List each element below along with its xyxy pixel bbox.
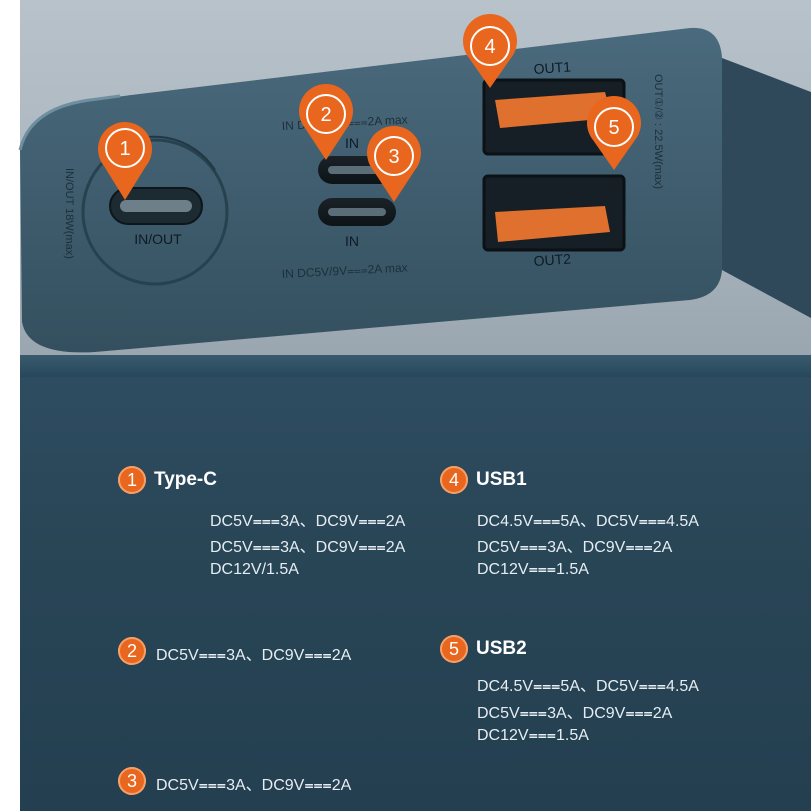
spec-usb2-number: 5 <box>440 635 468 663</box>
spec-typec-line: DC5V⩶3A、DC9V⩶2A <box>210 539 406 556</box>
spec-in2-number: 2 <box>118 637 146 665</box>
in-bottom-label: IN <box>345 233 359 249</box>
spec-usb1-line: DC5V⩶3A、DC9V⩶2A <box>477 539 673 556</box>
spec-usb2-line: DC12V⩶1.5A <box>477 727 589 744</box>
marker-2-text: 2 <box>320 104 331 126</box>
in-bottom-spec-text: IN DC5V/9V⩶2A max <box>281 260 407 281</box>
spec-usb1-number: 4 <box>440 466 468 494</box>
spec-usb1-title: USB1 <box>476 469 527 490</box>
side-right-label: OUT①/② : 22.5W(max) <box>652 74 664 189</box>
marker-3-text: 3 <box>388 146 399 168</box>
spec-typec-line: DC5V⩶3A、DC9V⩶2A <box>210 513 406 530</box>
spec-in3-number: 3 <box>118 767 146 795</box>
side-left-label: IN/OUT 18W(max) <box>63 168 75 259</box>
spec-usb1-line: DC4.5V⩶5A、DC5V⩶4.5A <box>477 513 699 530</box>
spec-typec-line: DC12V/1.5A <box>210 561 299 578</box>
usb-ports: OUT1 OUT2 <box>482 58 626 269</box>
marker-2-pin: 2 <box>299 84 353 160</box>
marker-1-text: 1 <box>119 138 130 160</box>
spec-typec-number: 1 <box>118 466 146 494</box>
spec-usb2-line: DC4.5V⩶5A、DC5V⩶4.5A <box>477 678 699 695</box>
spec-typec-title: Type-C <box>154 469 217 490</box>
marker-5-text: 5 <box>608 117 619 139</box>
marker-3-pin: 3 <box>366 126 421 202</box>
out2-label: OUT2 <box>533 250 572 269</box>
in-top-label: IN <box>345 135 359 151</box>
marker-4-text: 4 <box>484 36 495 58</box>
marker-5-pin: 5 <box>587 96 642 170</box>
marker-1-pin: 1 <box>97 122 152 200</box>
shelf-edge <box>20 355 811 377</box>
spec-usb2-line: DC5V⩶3A、DC9V⩶2A <box>477 705 673 722</box>
marker-4-pin: 4 <box>463 14 517 89</box>
spec-in2-line: DC5V⩶3A、DC9V⩶2A <box>156 647 352 664</box>
typec-inout-text: IN/OUT <box>134 231 182 247</box>
spec-usb2-title: USB2 <box>476 638 527 659</box>
spec-usb1-line: DC12V⩶1.5A <box>477 561 589 578</box>
spec-panel-background <box>20 360 811 811</box>
spec-in3-line: DC5V⩶3A、DC9V⩶2A <box>156 777 352 794</box>
out1-label: OUT1 <box>533 58 572 77</box>
